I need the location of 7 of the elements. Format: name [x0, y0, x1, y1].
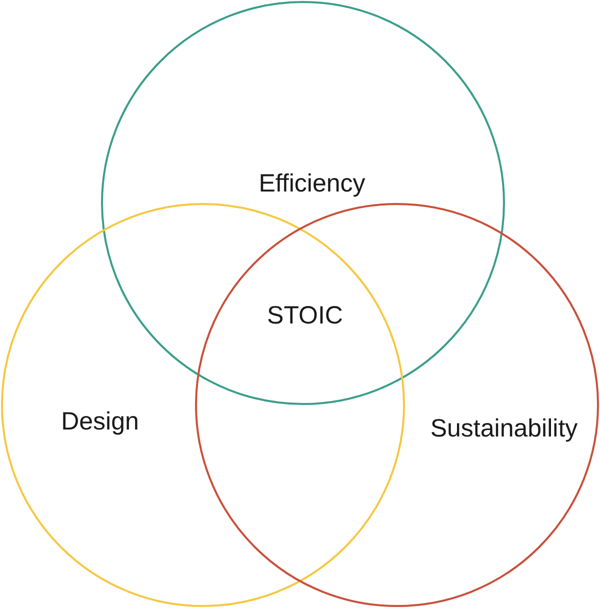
circle-label: Efficiency [258, 170, 366, 198]
venn-circle [101, 1, 505, 405]
intersection-label: STOIC [267, 302, 343, 330]
circle-label: Design [61, 408, 139, 436]
circle-label: Sustainability [430, 414, 578, 444]
venn-circle [1, 203, 405, 607]
venn-circle [195, 203, 599, 607]
